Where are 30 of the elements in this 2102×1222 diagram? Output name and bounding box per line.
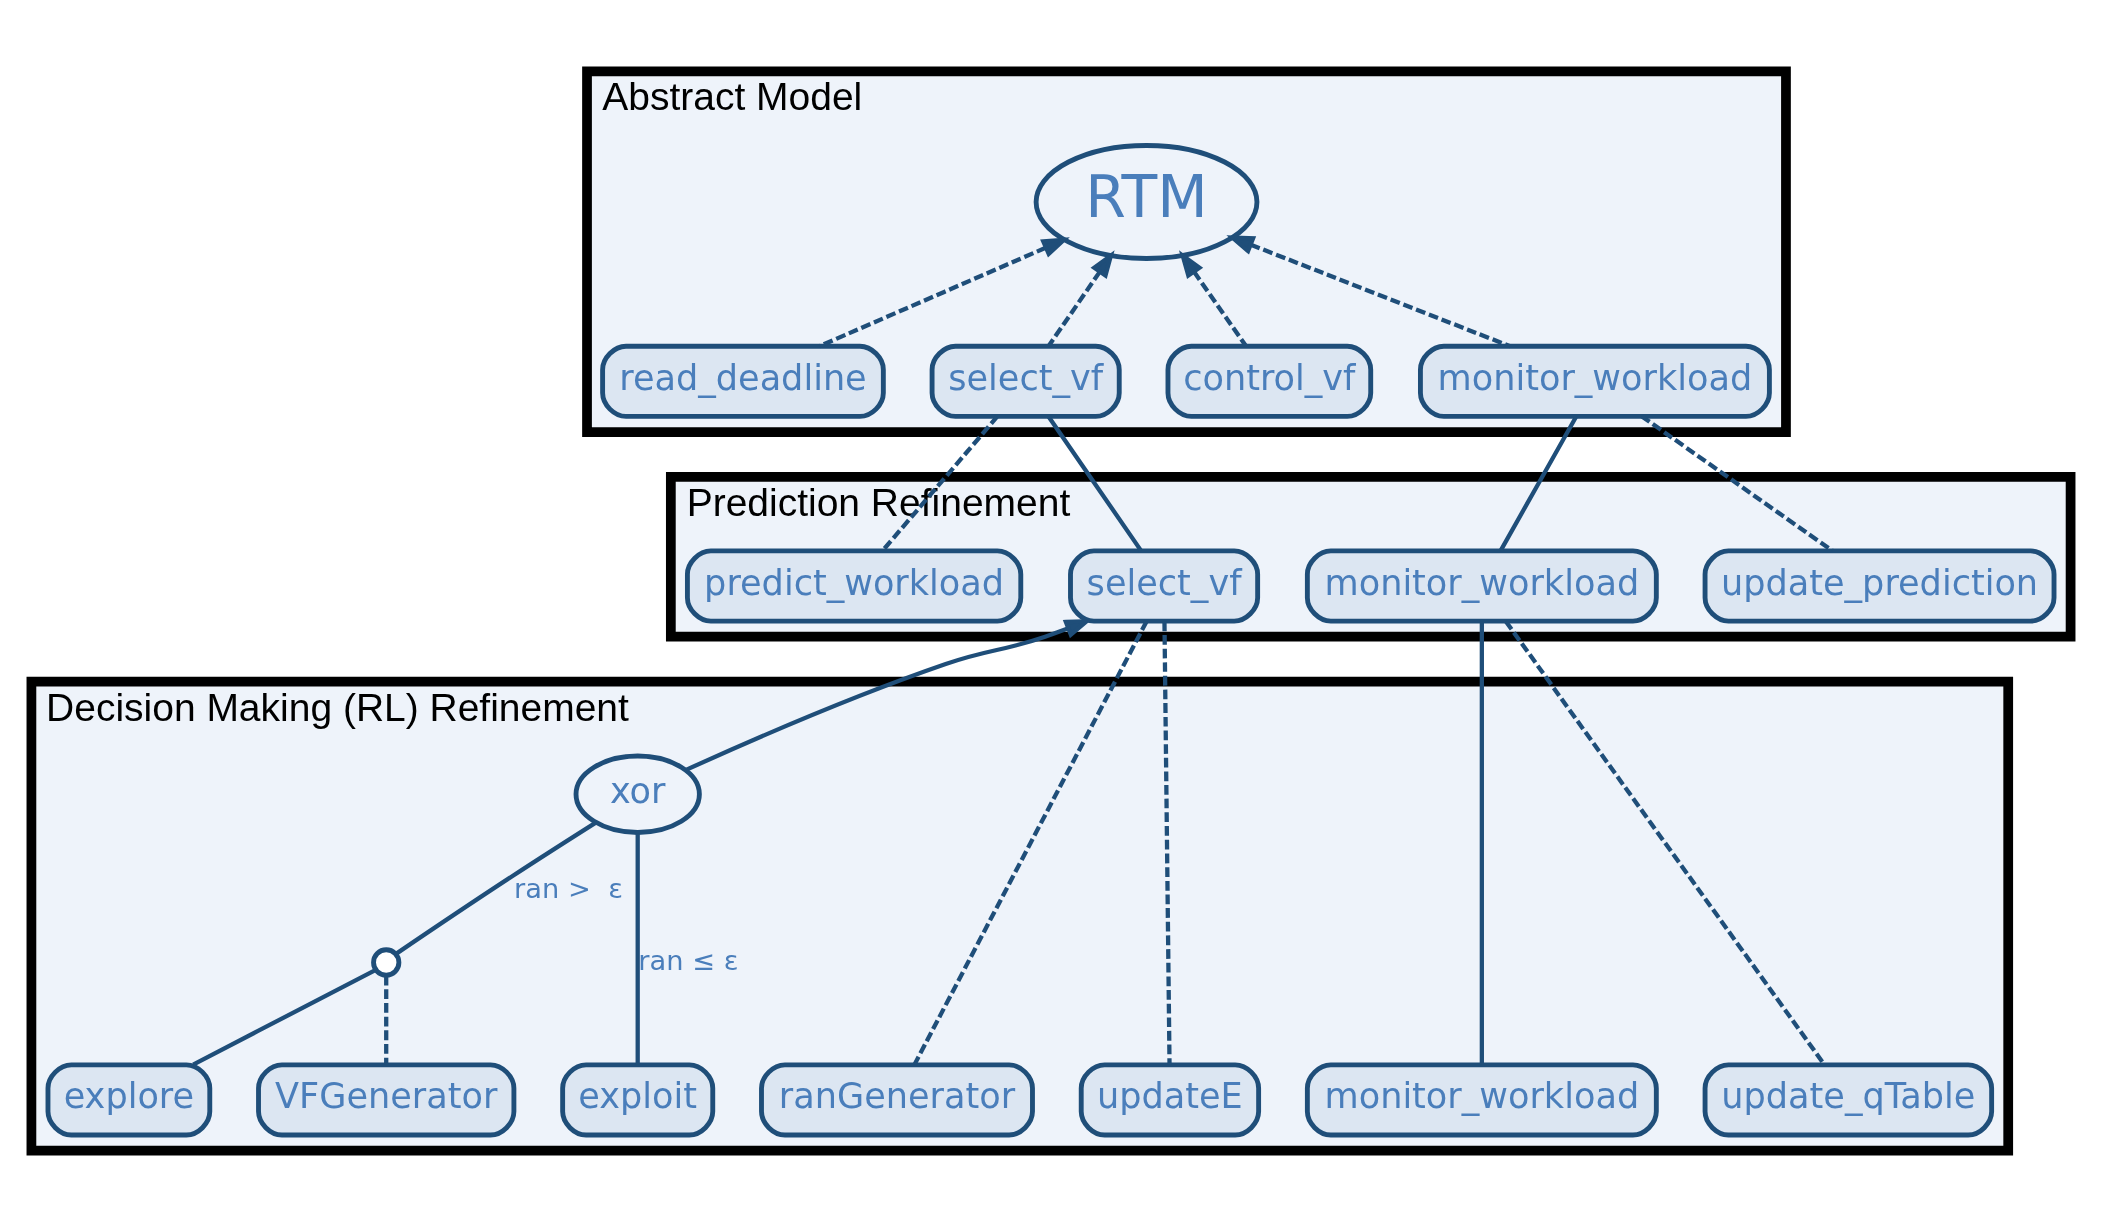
node-box: predict_workload [685,548,1024,624]
node-box: control_vf [1165,343,1374,419]
node-box: update_qTable [1702,1062,1995,1138]
connector [192,967,377,1067]
connector [912,620,1149,1066]
node-box: update_prediction [1702,548,2057,624]
edge-label: ran ≤ ε [638,944,739,976]
connector [1479,621,1484,1065]
connector [1498,415,1579,552]
arrow [1047,250,1115,347]
node-box: select_vf [929,343,1122,419]
connector [394,821,597,956]
edge-label: ran > ε [514,872,623,904]
connector [384,975,389,1065]
connector [1504,620,1826,1066]
node-ellipse: xor [573,753,702,835]
node-box: monitor_workload [1418,343,1772,419]
node-box: VFGenerator [256,1062,517,1138]
node-box: monitor_workload [1304,1062,1659,1138]
node-box: monitor_workload [1304,548,1659,624]
node-box: exploit [560,1062,716,1138]
node-box: read_deadline [600,343,886,419]
node-box: updateE [1078,1062,1262,1138]
connector [635,833,640,1065]
node-box: explore [45,1062,213,1138]
node-box: select_vf [1068,548,1261,624]
node-circle [371,947,402,978]
arrow [1179,250,1248,347]
node-box: ranGenerator [759,1062,1035,1138]
connector [1162,621,1172,1065]
